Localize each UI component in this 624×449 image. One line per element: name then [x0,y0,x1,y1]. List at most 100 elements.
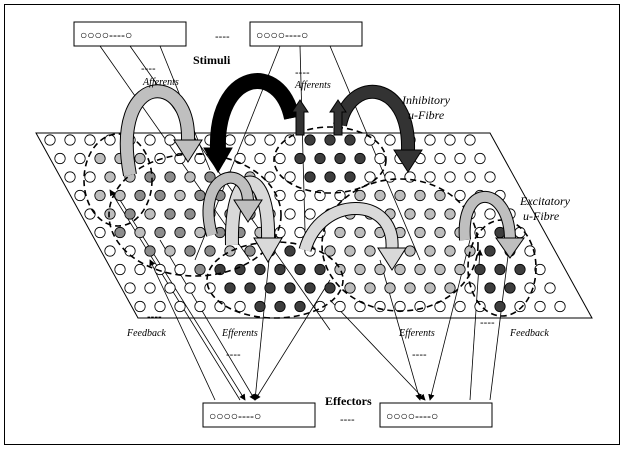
neuron-node [385,135,395,145]
neuron-node [305,135,315,145]
neuron-node [245,246,255,256]
afferent-dash-right: ---- [295,67,310,79]
neuron-node [295,153,305,163]
neuron-node [105,246,115,256]
neuron-node [425,283,435,293]
afferents-label-left: Afferents [142,77,179,88]
neuron-node [435,264,445,274]
neuron-node [225,283,235,293]
neuron-node [455,264,465,274]
neuron-node [115,190,125,200]
neuron-node [135,190,145,200]
effector-neurons-right: ○○○○----○ [386,409,438,423]
neuron-node [145,283,155,293]
neuron-node [165,246,175,256]
neuron-node [135,153,145,163]
neuron-node [365,246,375,256]
neuron-node [365,283,375,293]
feedback-label-right: Feedback [509,328,549,339]
neuron-node [335,301,345,311]
neuron-node [335,153,345,163]
neuron-node [435,153,445,163]
neuron-node [135,227,145,237]
neuron-node [355,190,365,200]
neuron-node [425,172,435,182]
neuron-node [325,283,335,293]
neuron-node [165,209,175,219]
neuron-node [475,153,485,163]
neuron-node [535,301,545,311]
neuron-node [415,227,425,237]
neuron-node [375,153,385,163]
neuron-node [495,264,505,274]
neuron-node [425,246,435,256]
neuron-node [165,283,175,293]
efferents-dash-left: ---- [226,349,241,361]
neuron-node [295,301,305,311]
neuron-node [155,190,165,200]
neuron-node [515,264,525,274]
neuron-node [45,135,55,145]
neuron-node [185,246,195,256]
neuron-node [415,264,425,274]
neuron-node [335,264,345,274]
neuron-node [205,283,215,293]
neuron-node [305,209,315,219]
neuron-node [485,246,495,256]
neuron-node [305,283,315,293]
neuron-node [265,135,275,145]
neuron-node [85,172,95,182]
stimulus-array-left: ○○○○----○ [74,22,186,46]
neuron-node [285,209,295,219]
neuron-node [195,301,205,311]
feedback-dash-right: ---- [480,317,495,329]
neuron-node [445,172,455,182]
neuron-node [325,172,335,182]
neuron-node [375,264,385,274]
neuron-node [65,172,75,182]
neuron-node [415,190,425,200]
neuron-node [175,264,185,274]
stimuli-label: Stimuli [193,53,231,67]
neuron-node [205,246,215,256]
neuron-node [95,153,105,163]
neuron-node [375,301,385,311]
neuron-node [95,190,105,200]
neuron-node [445,283,455,293]
neuron-node [355,153,365,163]
neuron-node [405,246,415,256]
stimulus-array-right: ○○○○----○ [250,22,362,46]
inhibitory-label-2: u-Fibre [408,108,445,122]
neuron-node [445,209,455,219]
neuron-node [55,153,65,163]
neuron-node [285,246,295,256]
neuron-node [435,190,445,200]
neuron-node [285,283,295,293]
neuron-node [135,264,145,274]
neuron-node [115,264,125,274]
neuron-node [495,301,505,311]
neuron-node [225,135,235,145]
neuron-node [85,209,95,219]
neuron-node [75,153,85,163]
neuron-node [175,227,185,237]
neuron-node [185,209,195,219]
neuron-node [405,209,415,219]
neuron-node [285,172,295,182]
neuron-node [335,227,345,237]
neuron-node [465,135,475,145]
neuron-node [375,190,385,200]
neuron-node [245,135,255,145]
neuron-node [545,283,555,293]
neuron-node [85,135,95,145]
neuron-node [485,172,495,182]
neuron-node [425,135,435,145]
neuron-node [175,190,185,200]
neuron-node [445,246,455,256]
neuron-node [275,264,285,274]
stimulus-separator: ---- [215,31,230,43]
feedback-label-left: Feedback [126,328,166,339]
neuron-node [275,301,285,311]
neuron-node [325,246,335,256]
